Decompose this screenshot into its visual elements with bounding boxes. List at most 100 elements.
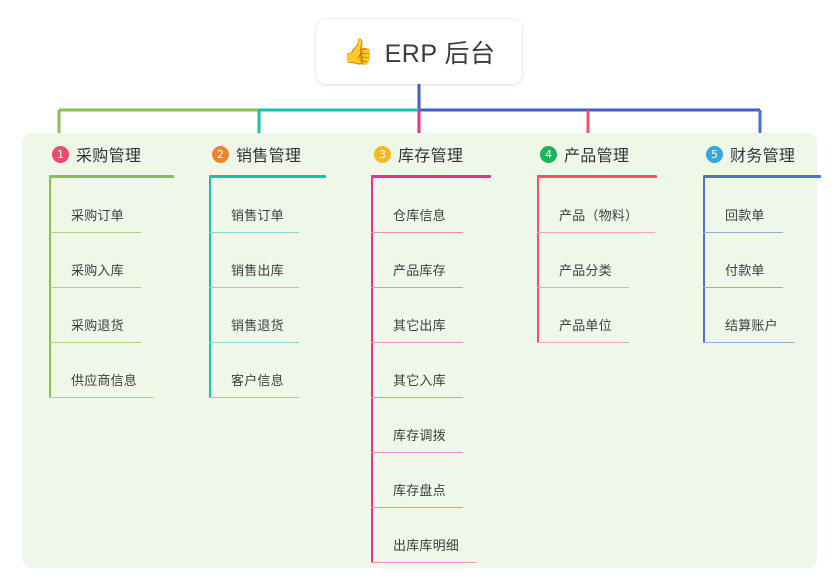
- branch-header-5[interactable]: 5 财务管理: [688, 133, 838, 175]
- branch-header-2[interactable]: 2 销售管理: [194, 133, 354, 175]
- branch-badge-icon: 1: [52, 145, 69, 163]
- branch-item[interactable]: 采购入库: [49, 233, 194, 288]
- branch-item-label: 库存调拨: [393, 428, 446, 443]
- branch-item-rule: [371, 561, 476, 563]
- branch-item[interactable]: 结算账户: [703, 288, 838, 343]
- branch-item-label: 出库库明细: [393, 538, 460, 553]
- root-node-title: ERP 后台: [384, 39, 496, 68]
- branch-item-rule: [371, 506, 463, 508]
- branch-item-rule: [703, 231, 783, 233]
- branch-item-rule: [371, 451, 463, 453]
- branch-stem: [49, 178, 51, 398]
- branch-item-list: 产品（物料） 产品分类产品单位: [537, 178, 687, 343]
- branch-stem: [537, 178, 539, 343]
- branch-item-label: 采购退货: [71, 318, 124, 333]
- branch-header-rule: [209, 175, 326, 178]
- branch-item-rule: [537, 286, 629, 288]
- branch-item-label: 库存盘点: [393, 483, 446, 498]
- branch-item-list: 采购订单采购入库采购退货供应商信息: [49, 178, 194, 398]
- branch-badge-icon: 3: [374, 145, 391, 163]
- branch-item[interactable]: 库存盘点: [371, 453, 521, 508]
- branch-item[interactable]: 采购退货: [49, 288, 194, 343]
- branch-item[interactable]: 客户信息: [209, 343, 354, 398]
- branch-item-rule: [537, 231, 655, 233]
- branch-item-rule: [703, 341, 795, 343]
- thumbs-up-icon: 👍: [342, 38, 374, 66]
- branch-item-label: 其它出库: [393, 318, 446, 333]
- branch-item-label: 结算账户: [725, 318, 778, 333]
- branch-item-rule: [371, 286, 463, 288]
- branch-columns: 1 采购管理采购订单采购入库采购退货供应商信息 2 销售管理销售订单销售出库销售退货客…: [22, 133, 821, 568]
- branch-item[interactable]: 付款单: [703, 233, 838, 288]
- branch-item-rule: [703, 286, 783, 288]
- branch-item[interactable]: 销售出库: [209, 233, 354, 288]
- branch-item[interactable]: 采购订单: [49, 178, 194, 233]
- branch-column-4: 4 产品管理产品（物料） 产品分类产品单位: [522, 133, 687, 343]
- branch-item-rule: [49, 341, 141, 343]
- branch-item-rule: [209, 231, 299, 233]
- branch-item[interactable]: 产品单位: [537, 288, 687, 343]
- branch-item-list: 回款单付款单结算账户: [703, 178, 838, 343]
- branch-item-label: 采购订单: [71, 208, 124, 223]
- branch-item-label: 客户信息: [231, 373, 284, 388]
- branch-item-rule: [537, 341, 629, 343]
- branch-item[interactable]: 其它入库: [371, 343, 521, 398]
- branch-header-3[interactable]: 3 库存管理: [356, 133, 521, 175]
- branch-title: 销售管理: [236, 148, 302, 165]
- branch-item-list: 销售订单销售出库销售退货客户信息: [209, 178, 354, 398]
- branch-stem: [703, 178, 705, 343]
- branch-column-1: 1 采购管理采购订单采购入库采购退货供应商信息: [34, 133, 194, 398]
- branch-panel: [22, 133, 817, 568]
- branch-item-rule: [209, 396, 299, 398]
- branch-header-1[interactable]: 1 采购管理: [34, 133, 194, 175]
- branch-item[interactable]: 产品（物料）: [537, 178, 687, 233]
- branch-title: 库存管理: [398, 148, 464, 165]
- branch-item-label: 付款单: [725, 263, 765, 278]
- branch-item-label: 回款单: [725, 208, 765, 223]
- branch-header-4[interactable]: 4 产品管理: [522, 133, 687, 175]
- branch-item[interactable]: 回款单: [703, 178, 838, 233]
- branch-item[interactable]: 产品库存: [371, 233, 521, 288]
- branch-badge-icon: 5: [706, 145, 723, 163]
- branch-stem: [209, 178, 211, 398]
- branch-item-rule: [371, 396, 463, 398]
- branch-column-3: 3 库存管理仓库信息产品库存其它出库其它入库库存调拨库存盘点出库库明细: [356, 133, 521, 563]
- branch-stem: [371, 178, 373, 563]
- branch-title: 采购管理: [76, 148, 142, 165]
- branch-item-label: 产品库存: [393, 263, 446, 278]
- branch-item[interactable]: 销售退货: [209, 288, 354, 343]
- branch-item-label: 销售退货: [231, 318, 284, 333]
- branch-item-rule: [49, 286, 141, 288]
- branch-badge-icon: 4: [540, 145, 557, 163]
- branch-title: 产品管理: [564, 148, 630, 165]
- branch-item[interactable]: 其它出库: [371, 288, 521, 343]
- branch-item-list: 仓库信息产品库存其它出库其它入库库存调拨库存盘点出库库明细: [371, 178, 521, 563]
- branch-item-label: 产品分类: [559, 263, 612, 278]
- branch-item-label: 销售订单: [231, 208, 284, 223]
- branch-column-2: 2 销售管理销售订单销售出库销售退货客户信息: [194, 133, 354, 398]
- branch-header-rule: [537, 175, 657, 178]
- branch-item-rule: [371, 231, 463, 233]
- root-node-card[interactable]: 👍 ERP 后台: [316, 19, 522, 84]
- branch-item[interactable]: 出库库明细: [371, 508, 521, 563]
- branch-item-label: 其它入库: [393, 373, 446, 388]
- branch-item[interactable]: 供应商信息: [49, 343, 194, 398]
- branch-item-rule: [209, 286, 299, 288]
- branch-item-label: 产品（物料）: [559, 208, 639, 223]
- branch-item-label: 供应商信息: [71, 373, 138, 388]
- branch-item[interactable]: 仓库信息: [371, 178, 521, 233]
- branch-item-label: 仓库信息: [393, 208, 446, 223]
- branch-item-rule: [49, 396, 154, 398]
- branch-item[interactable]: 库存调拨: [371, 398, 521, 453]
- branch-badge-icon: 2: [212, 145, 229, 163]
- branch-item[interactable]: 产品分类: [537, 233, 687, 288]
- branch-item[interactable]: 销售订单: [209, 178, 354, 233]
- branch-title: 财务管理: [730, 148, 796, 165]
- branch-item-label: 产品单位: [559, 318, 612, 333]
- branch-header-rule: [371, 175, 491, 178]
- branch-item-rule: [209, 341, 299, 343]
- branch-header-rule: [703, 175, 821, 178]
- branch-column-5: 5 财务管理回款单付款单结算账户: [688, 133, 838, 343]
- branch-item-label: 采购入库: [71, 263, 124, 278]
